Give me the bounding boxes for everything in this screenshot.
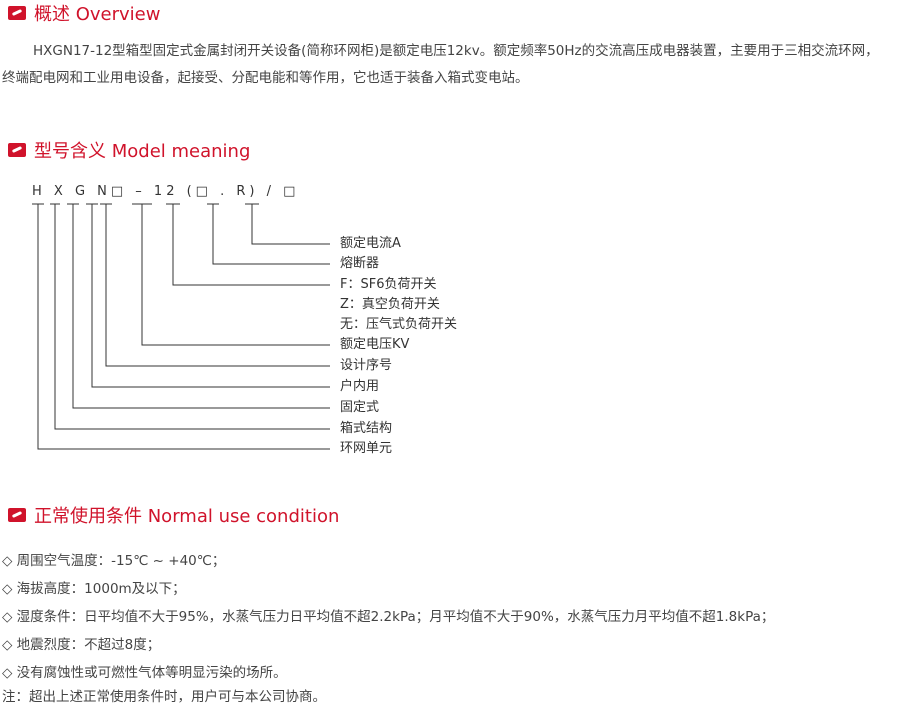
meaning-fuse: 熔断器 [340,256,380,271]
condition-temperature: ◇ 周围空气温度：-15℃ ~ +40℃； [2,553,226,569]
section-mark-icon [8,6,26,20]
meaning-rated-voltage: 额定电压KV [340,337,410,352]
meaning-ring-unit: 环网单元 [340,441,393,456]
conditions-heading: 正常使用条件 Normal use condition [8,502,339,528]
overview-heading: 概述 Overview [8,0,160,26]
conditions-list: ◇ 周围空气温度：-15℃ ~ +40℃； ◇ 海拔高度：1000m及以下； ◇… [2,547,774,687]
condition-environment: ◇ 没有腐蚀性或可燃性气体等明显污染的场所。 [2,665,287,681]
bracket-line [172,204,330,286]
model-title: 型号含义 Model meaning [34,141,251,162]
overview-text: HXGN17-12型箱型固定式金属封闭开关设备(简称环网柜)是额定电压12kv。… [2,43,879,86]
meaning-gas-switch: 无：压气式负荷开关 [340,317,458,332]
meaning-box-structure: 箱式结构 [340,421,393,436]
meaning-indoor: 户内用 [340,379,380,394]
bracket-line [91,204,330,388]
meaning-rated-current: 额定电流A [340,236,401,251]
conditions-note: 注：超出上述正常使用条件时，用户可与本公司协商。 [2,689,326,705]
section-mark-icon [8,143,26,157]
condition-humidity: ◇ 湿度条件：日平均值不大于95%，水蒸气压力日平均值不超2.2kPa；月平均值… [2,609,775,625]
bracket-line [141,204,330,346]
condition-altitude: ◇ 海拔高度：1000m及以下； [2,581,186,597]
meaning-fixed: 固定式 [340,400,380,415]
overview-title: 概述 Overview [34,4,161,25]
bracket-line [54,204,330,430]
meaning-sf6-switch: F：SF6负荷开关 [340,277,437,292]
bracket-line [212,204,330,265]
conditions-title: 正常使用条件 Normal use condition [34,506,340,527]
section-mark-icon [8,508,26,522]
meaning-design-no: 设计序号 [340,358,393,373]
bracket-line [251,204,330,245]
model-heading: 型号含义 Model meaning [8,137,250,163]
bracket-line [105,204,330,367]
bracket-line [72,204,330,409]
bracket-line [37,204,330,450]
meaning-vacuum-switch: Z：真空负荷开关 [340,297,440,312]
model-code: H X G N□ – 12 (□ . R) / □ [32,184,300,199]
condition-seismic: ◇ 地震烈度：不超过8度； [2,637,161,653]
